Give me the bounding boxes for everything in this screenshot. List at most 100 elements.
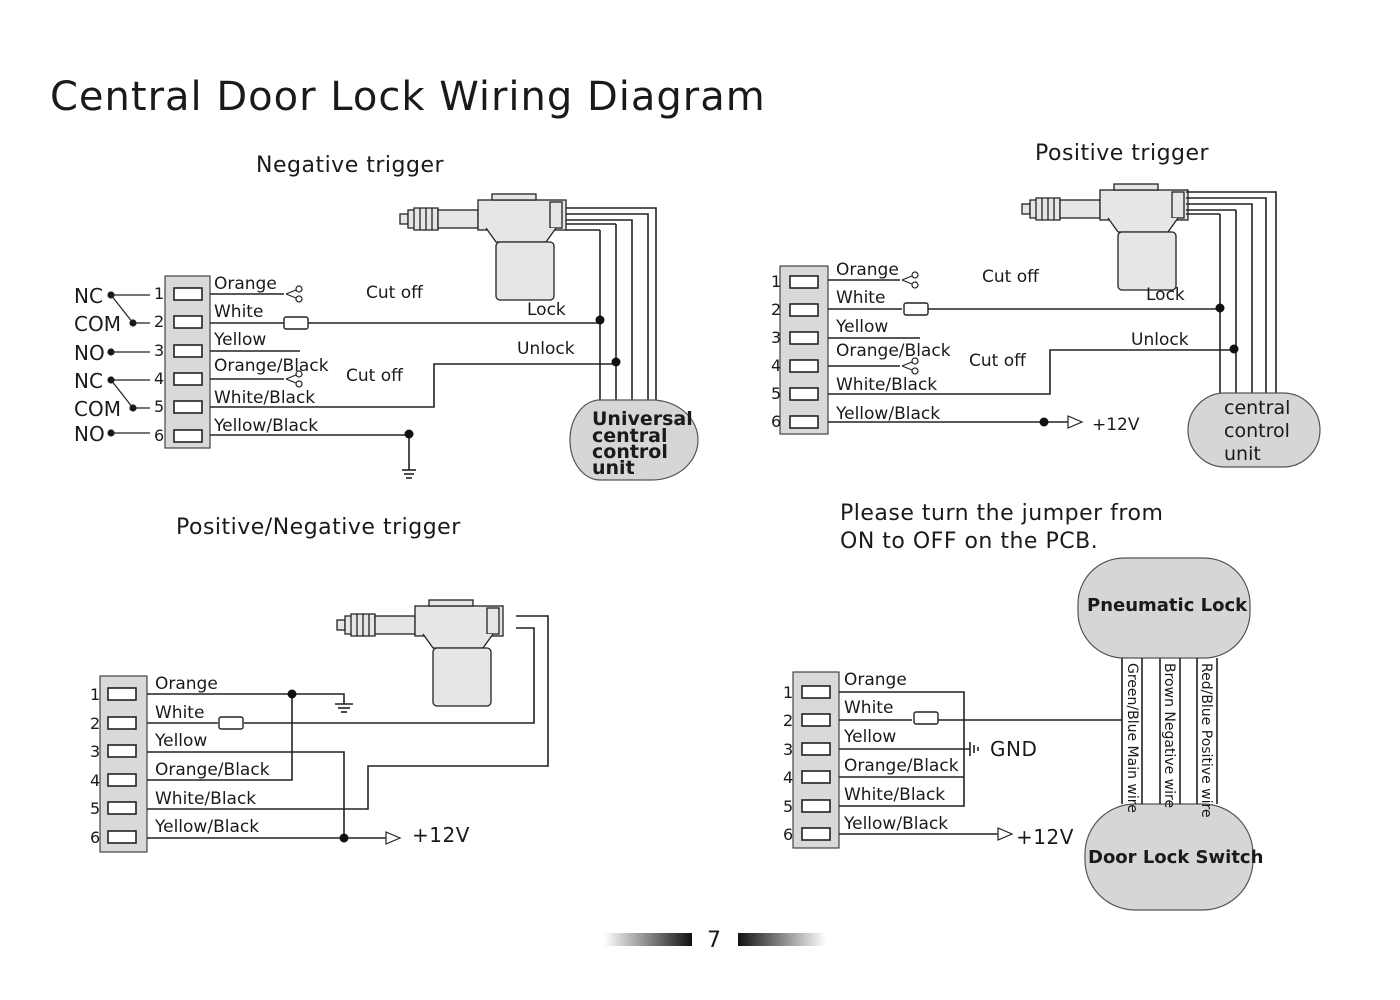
connector-block: [779, 265, 829, 435]
gnd-label: GND: [990, 737, 1037, 761]
posneg-trigger-heading: Positive/Negative trigger: [176, 515, 461, 540]
cut-off-label: Cut off: [366, 283, 424, 303]
door-lock-actuator: [399, 193, 567, 301]
pin-number: 2: [90, 714, 100, 733]
pin-number: 4: [783, 768, 793, 787]
wire-label: White/Black: [214, 388, 315, 408]
wire-label: White: [836, 288, 885, 308]
wire-label: Yellow/Black: [213, 416, 318, 436]
wire-label: Orange: [155, 674, 218, 694]
pin-number: 2: [154, 312, 164, 331]
wire-label: Yellow/Black: [843, 814, 948, 834]
wire-label: White/Black: [836, 375, 937, 395]
pin-number: 1: [783, 683, 793, 702]
pin-number: 5: [771, 384, 781, 403]
pin-number: 5: [90, 799, 100, 818]
door-lock-switch-label: Door Lock Switch: [1088, 847, 1263, 868]
pin-number: 6: [771, 412, 781, 431]
wire-label: Yellow: [843, 727, 896, 747]
door-lock-actuator: [1021, 183, 1189, 291]
pin-number: 3: [771, 328, 781, 347]
pin-number: 4: [154, 369, 164, 388]
wire-label: White: [155, 703, 204, 723]
voltage-label: +12V: [412, 823, 470, 847]
wire-label: Orange/Black: [836, 341, 951, 361]
pin-number: 3: [783, 740, 793, 759]
connector-block: [164, 275, 211, 449]
wire-label: Orange/Black: [844, 756, 959, 776]
wire-label: Orange: [844, 670, 907, 690]
positive-trigger-heading: Positive trigger: [1035, 141, 1210, 166]
page-title: Central Door Lock Wiring Diagram: [50, 74, 766, 120]
pin-number: 2: [783, 711, 793, 730]
jumper-note: Please turn the jumper from: [840, 501, 1163, 526]
unlock-label: Unlock: [517, 339, 575, 359]
vertical-wire-label: Brown Negative wire: [1161, 663, 1177, 808]
wire-label: Orange: [214, 274, 277, 294]
wire-label: White/Black: [155, 789, 256, 809]
positive-trigger-diagram: Positive trigger 1 2 3 4 5 6 Orange Whit…: [771, 141, 1321, 468]
door-lock-actuator: [336, 599, 504, 707]
vertical-wire-label: Green/Blue Main wire: [1124, 663, 1140, 813]
unit-label: control: [592, 441, 668, 463]
pin-number: 5: [154, 397, 164, 416]
unit-label: control: [1224, 420, 1290, 442]
pin-number: 4: [90, 771, 100, 790]
wire-label: Yellow/Black: [835, 404, 940, 424]
wire-label: White/Black: [844, 785, 945, 805]
relay-label: COM: [74, 312, 121, 336]
unit-label: Universal: [592, 408, 693, 430]
pin-number: 3: [90, 742, 100, 761]
pin-number: 3: [154, 341, 164, 360]
unlock-label: Unlock: [1131, 330, 1189, 350]
relay-label: NC: [74, 284, 103, 308]
pin-number: 5: [783, 797, 793, 816]
voltage-label: +12V: [1016, 825, 1074, 849]
pin-number: 1: [771, 272, 781, 291]
pin-number: 1: [154, 284, 164, 303]
unit-label: unit: [1224, 443, 1261, 465]
wire-label: Orange/Black: [155, 760, 270, 780]
pin-number: 4: [771, 356, 781, 375]
relay-label: NO: [74, 422, 105, 446]
wire-label: Yellow: [213, 330, 266, 350]
negative-trigger-diagram: Negative trigger 1 2 3 4 5 6 NC COM NO N…: [74, 153, 699, 481]
wire-label: Orange/Black: [214, 356, 329, 376]
unit-label: unit: [592, 457, 635, 479]
connector-block: [99, 675, 148, 853]
wire-label: White: [844, 698, 893, 718]
cut-off-label: Cut off: [982, 267, 1040, 287]
vertical-wire-label: Red/Blue Positive wire: [1198, 663, 1214, 818]
wire-label: White: [214, 302, 263, 322]
lock-label: Lock: [1146, 285, 1185, 305]
wire-label: Orange: [836, 260, 899, 280]
pin-number: 6: [90, 828, 100, 847]
unit-label: central: [1224, 397, 1290, 419]
page-number: 7: [707, 928, 722, 953]
wire-label: Yellow: [835, 317, 888, 337]
cut-off-label: Cut off: [969, 351, 1027, 371]
relay-label: NC: [74, 369, 103, 393]
jumper-note: ON to OFF on the PCB.: [840, 529, 1098, 554]
unit-label: central: [592, 425, 667, 447]
relay-label: COM: [74, 397, 121, 421]
relay-label: NO: [74, 341, 105, 365]
positive-negative-trigger-diagram: Positive/Negative trigger 1 2 3 4 5 6 Or…: [90, 515, 549, 853]
central-control-unit: [1187, 392, 1321, 468]
pneumatic-lock-diagram: Please turn the jumper from ON to OFF on…: [783, 501, 1263, 911]
pin-number: 6: [783, 825, 793, 844]
voltage-label: +12V: [1092, 415, 1140, 435]
negative-trigger-heading: Negative trigger: [256, 153, 444, 178]
wire-label: Yellow/Black: [154, 817, 259, 837]
pin-number: 6: [154, 426, 164, 445]
pin-number: 1: [90, 685, 100, 704]
pneumatic-lock-label: Pneumatic Lock: [1087, 595, 1248, 616]
page-footer: 7: [604, 928, 826, 953]
pin-number: 2: [771, 300, 781, 319]
wire-label: Yellow: [154, 731, 207, 751]
connector-block: [792, 671, 840, 849]
pneumatic-lock-box: [1077, 557, 1251, 659]
cut-off-label: Cut off: [346, 366, 404, 386]
door-lock-switch-box: [1084, 803, 1254, 911]
